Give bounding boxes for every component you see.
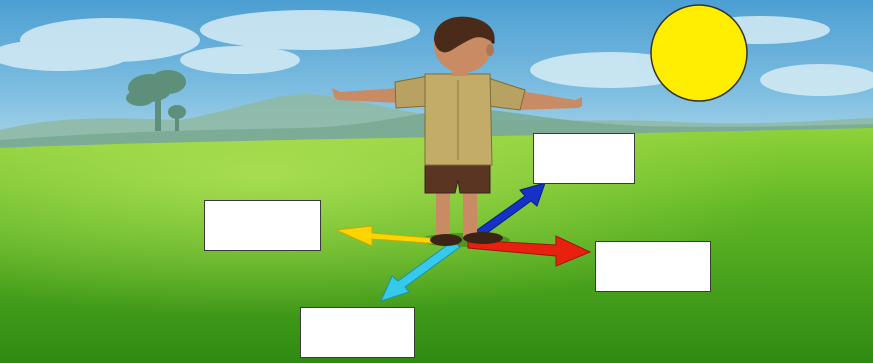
- boy-figure: [332, 16, 582, 246]
- north-label-box[interactable]: [533, 133, 635, 184]
- tree-icon: [126, 70, 186, 131]
- east-label-box[interactable]: [595, 241, 711, 292]
- west-label-box[interactable]: [204, 200, 321, 251]
- south-label-box[interactable]: [300, 307, 415, 358]
- arrow-south: [380, 240, 461, 302]
- arrow-east: [467, 235, 592, 267]
- sun-icon: [650, 4, 748, 102]
